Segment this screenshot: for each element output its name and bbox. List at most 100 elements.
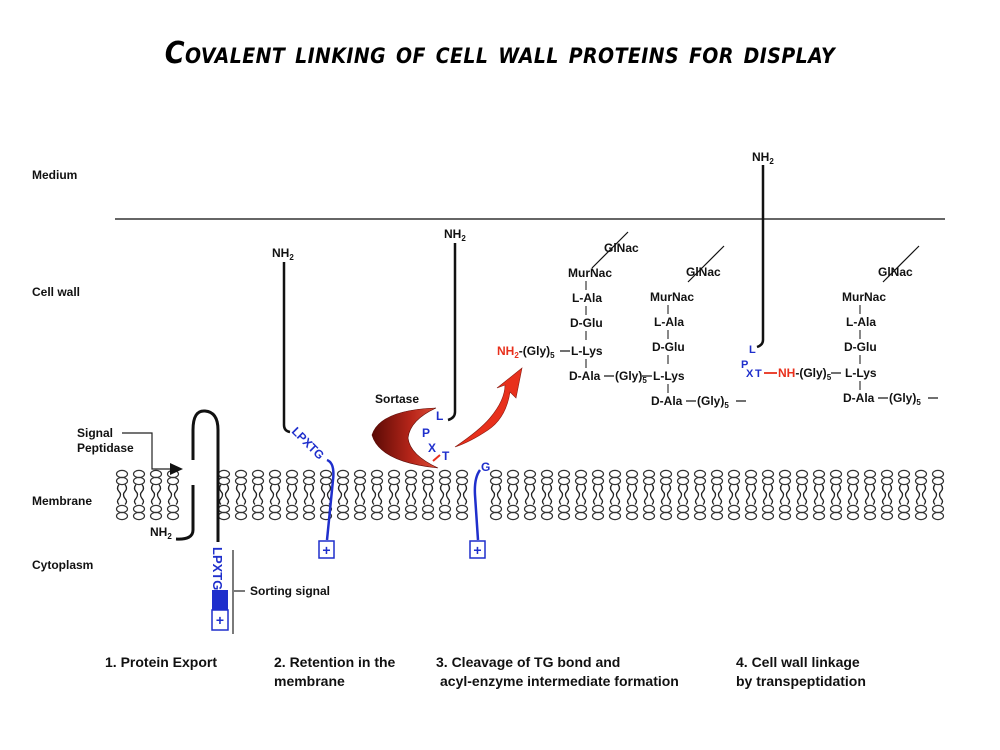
lipid-molecule xyxy=(761,469,775,521)
step3-membrane-anchor xyxy=(473,469,482,541)
step-1-caption: 1. Protein Export xyxy=(105,654,217,670)
peptidoglycan-unit-c: GlNac MurNac L-Ala D-Glu L-Lys D-Ala (Gl… xyxy=(842,245,938,407)
step4-residue-X: X xyxy=(746,368,754,380)
region-label-medium: Medium xyxy=(32,168,77,182)
signal-peptidase-pointer-line xyxy=(122,432,172,470)
step3-plus-icon: + xyxy=(473,542,481,558)
step1-nh2-label: NH2 xyxy=(150,525,172,541)
lipid-molecule xyxy=(846,469,860,521)
step3-protein-chain xyxy=(447,243,457,422)
lipid-molecule xyxy=(251,469,265,521)
lipid-molecule xyxy=(149,469,163,521)
region-label-cell-wall: Cell wall xyxy=(32,285,80,299)
lipid-molecule xyxy=(727,469,741,521)
step4-residue-L: L xyxy=(749,344,756,356)
step1-signal-peptide-chain xyxy=(175,485,195,541)
lipid-molecule xyxy=(421,469,435,521)
lipid-molecule xyxy=(710,469,724,521)
step2-nh2-label: NH2 xyxy=(272,246,294,262)
lipid-molecule xyxy=(115,469,129,521)
d-ala-label: D-Ala xyxy=(569,369,601,383)
lipid-molecule xyxy=(336,469,350,521)
lipid-molecule xyxy=(387,469,401,521)
step-2-caption-line2: membrane xyxy=(274,673,345,689)
region-label-cytoplasm: Cytoplasm xyxy=(32,558,93,572)
lipid-molecule xyxy=(217,469,231,521)
lipid-molecule xyxy=(506,469,520,521)
lipid-molecule xyxy=(693,469,707,521)
l-lys-label: L-Lys xyxy=(845,366,877,380)
lipid-molecule xyxy=(931,469,945,521)
d-glu-label: D-Glu xyxy=(844,340,877,354)
step2-plus-icon: + xyxy=(322,542,330,558)
lipid-molecule xyxy=(591,469,605,521)
step1-lpxtg-motif: LPXTG xyxy=(210,547,225,590)
step3-residue-X: X xyxy=(428,441,436,455)
step3-nh2-label: NH2 xyxy=(444,227,466,243)
lipid-molecule xyxy=(166,469,180,521)
step-3-caption-line1: 3. Cleavage of TG bond and xyxy=(436,654,620,670)
peptidoglycan-unit-a: GlNac MurNac L-Ala D-Glu NH2-(Gly)5 L-Ly… xyxy=(497,231,647,385)
lipid-bilayer-membrane xyxy=(115,469,945,521)
murnac-label: MurNac xyxy=(842,290,886,304)
lipid-molecule xyxy=(438,469,452,521)
step-4-caption-line2: by transpeptidation xyxy=(736,673,866,689)
lipid-molecule xyxy=(540,469,554,521)
peptidoglycan-unit-b: GlNac MurNac L-Ala D-Glu L-Lys D-Ala (Gl… xyxy=(642,245,746,410)
lipid-molecule xyxy=(523,469,537,521)
free-amine-crossbridge: NH2-(Gly)5 xyxy=(497,344,555,360)
sortase-enzyme-icon xyxy=(371,407,439,469)
lipid-molecule xyxy=(132,469,146,521)
lipid-molecule xyxy=(778,469,792,521)
step2-protein-chain xyxy=(282,262,291,434)
step1-plus-icon: + xyxy=(216,612,224,628)
step2-membrane-anchor xyxy=(325,458,335,541)
step4-residue-T: T xyxy=(755,368,762,380)
step1-hydrophobic-domain xyxy=(212,590,228,610)
lipid-molecule xyxy=(234,469,248,521)
signal-peptidase-arrowhead-icon xyxy=(170,463,183,475)
lipid-molecule xyxy=(353,469,367,521)
lipid-molecule xyxy=(863,469,877,521)
nucleophilic-attack-arrow-icon xyxy=(454,367,523,448)
lipid-molecule xyxy=(659,469,673,521)
l-ala-label: L-Ala xyxy=(846,315,876,329)
d-glu-label: D-Glu xyxy=(652,340,685,354)
murnac-label: MurNac xyxy=(568,266,612,280)
lipid-molecule xyxy=(829,469,843,521)
signal-peptidase-label-line2: Peptidase xyxy=(77,441,134,455)
step-4-caption-line1: 4. Cell wall linkage xyxy=(736,654,860,670)
glnac-label: GlNac xyxy=(686,265,721,279)
lipid-molecule xyxy=(744,469,758,521)
lipid-molecule xyxy=(676,469,690,521)
gly5-crossbridge: (Gly)5 xyxy=(889,391,921,407)
step4-crossbridge: NH-(Gly)5 xyxy=(778,366,832,382)
sorting-signal-label: Sorting signal xyxy=(250,584,330,598)
lipid-molecule xyxy=(608,469,622,521)
step1-charged-tail-box xyxy=(211,609,229,631)
gly5-crossbridge: (Gly)5 xyxy=(697,394,729,410)
lipid-molecule xyxy=(625,469,639,521)
d-glu-label: D-Glu xyxy=(570,316,603,330)
acyl-enzyme-bond xyxy=(432,454,441,462)
lipid-molecule xyxy=(812,469,826,521)
l-lys-label: L-Lys xyxy=(571,344,603,358)
l-ala-label: L-Ala xyxy=(654,315,684,329)
step3-residue-L: L xyxy=(436,409,443,423)
lipid-molecule xyxy=(574,469,588,521)
step3-charged-tail-box xyxy=(469,540,486,559)
lipid-molecule xyxy=(302,469,316,521)
step2-charged-tail-box xyxy=(318,540,335,559)
step4-nh2-label: NH2 xyxy=(752,150,774,166)
lipid-molecule xyxy=(795,469,809,521)
lipid-molecule xyxy=(455,469,469,521)
lipid-molecule xyxy=(642,469,656,521)
lipid-molecule xyxy=(557,469,571,521)
lipid-molecule xyxy=(880,469,894,521)
glnac-label: GlNac xyxy=(604,241,639,255)
step3-residue-G: G xyxy=(481,460,490,474)
lipid-molecule xyxy=(370,469,384,521)
lipid-molecule xyxy=(897,469,911,521)
step2-lpxtg-motif: LPXTG xyxy=(289,424,327,462)
